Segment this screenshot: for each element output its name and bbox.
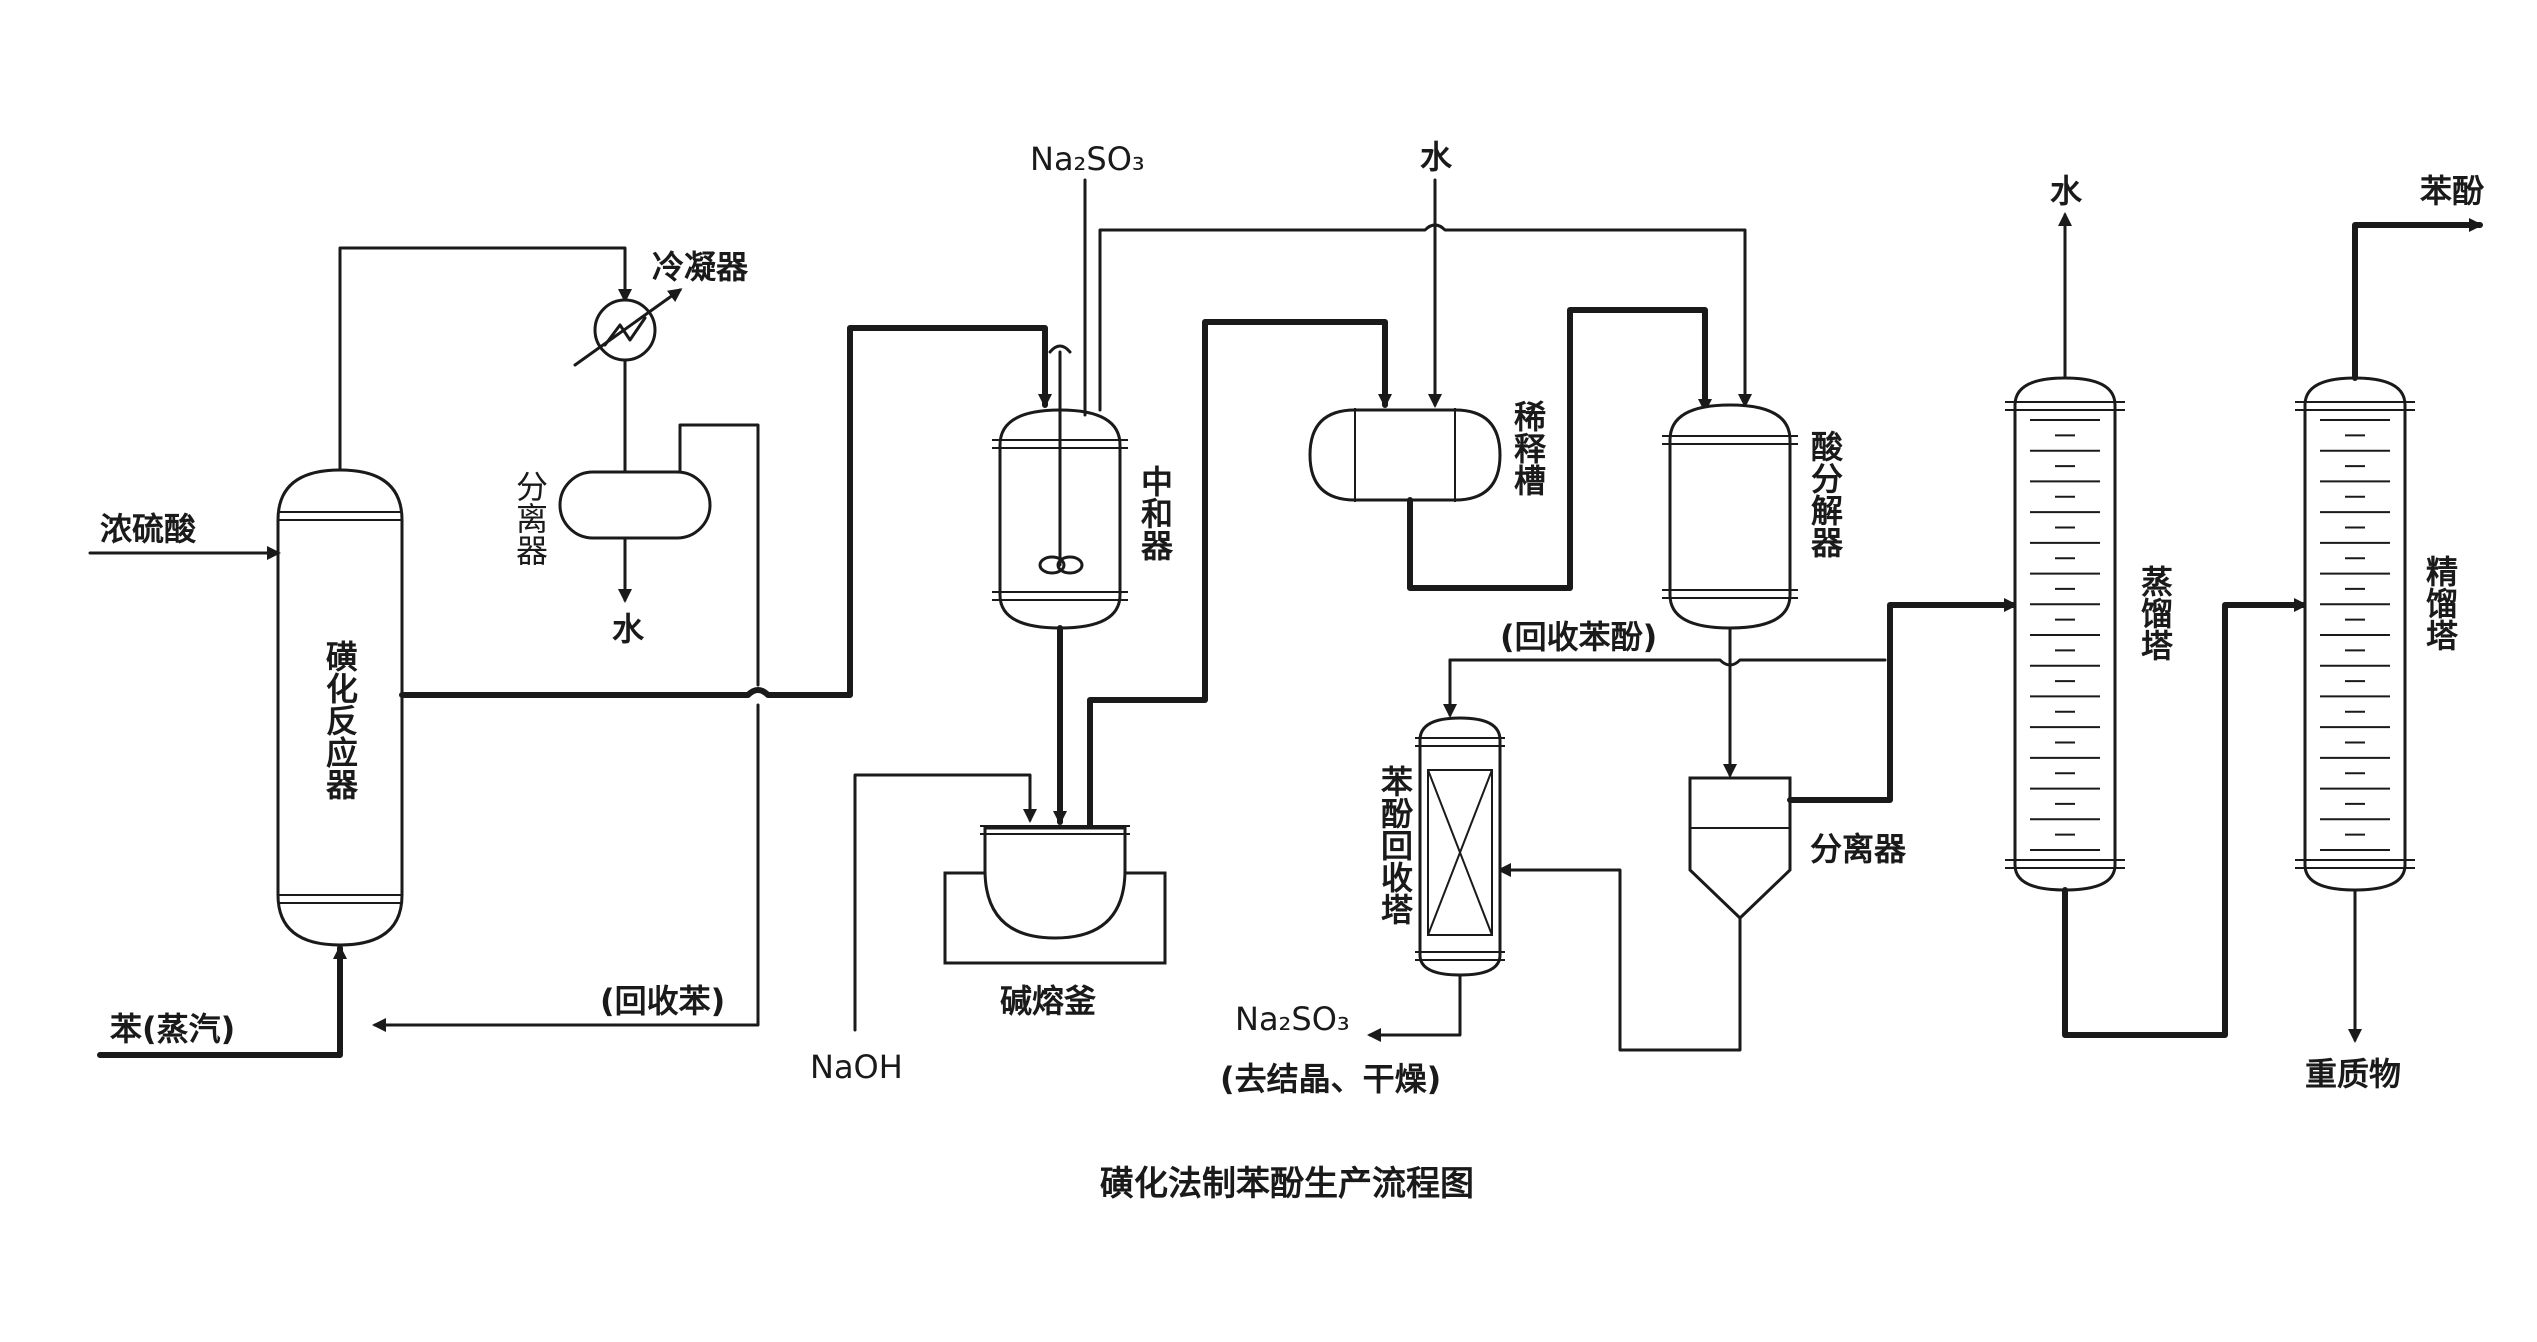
label-na2so3-out-note: (去结晶、干燥)	[1220, 1060, 1441, 1098]
label-sulfonation-reactor: 磺化反应器	[321, 640, 359, 800]
reactor-to-neutralizer	[399, 325, 1052, 698]
label-heavy-residue: 重质物	[2305, 1055, 2401, 1093]
benzene-vapor-line	[97, 945, 347, 1058]
crude-phenol-to-distillation	[1787, 598, 2018, 803]
alkali-fusion-pot	[943, 825, 1167, 965]
label-phenol-recovery-tower: 苯酚回收塔	[1376, 765, 1414, 925]
acid-decomposer	[1662, 403, 1798, 630]
label-water-from-separator: 水	[612, 610, 645, 648]
separator-top	[558, 470, 712, 540]
label-na2so3-out: Na₂SO₃	[1235, 1000, 1350, 1038]
naoh-line	[853, 773, 1037, 1032]
fusion-to-dilution	[1087, 319, 1392, 833]
reactor-vapor-line	[338, 246, 632, 472]
label-water-top-distill: 水	[2050, 172, 2083, 210]
label-na2so3-in: Na₂SO₃	[1030, 140, 1145, 178]
neutralizer	[992, 344, 1128, 630]
label-benzene-vapor: 苯(蒸汽)	[110, 1010, 235, 1048]
label-conc-sulfuric-acid: 浓硫酸	[100, 510, 197, 548]
label-phenol-product: 苯酚	[2420, 172, 2485, 210]
label-separator-top: 分离器	[511, 470, 549, 566]
label-rectification-tower: 精馏塔	[2421, 555, 2459, 651]
distillation-to-rectification	[2062, 598, 2308, 1038]
separator-to-recovery	[1497, 863, 1742, 1052]
label-neutralizer: 中和器	[1136, 465, 1174, 561]
diagram-caption: 磺化法制苯酚生产流程图	[1100, 1164, 1474, 1204]
label-condenser: 冷凝器	[652, 248, 749, 286]
dilution-tank	[1308, 408, 1502, 502]
label-naoh: NaOH	[810, 1048, 903, 1086]
phenol-recovery-tower	[1415, 716, 1505, 977]
label-acid-decomposer: 酸分解器	[1806, 430, 1844, 558]
label-recycled-benzene: (回收苯)	[600, 982, 725, 1020]
recycled-phenol-line	[1448, 658, 1887, 667]
separator-recycle-up	[678, 423, 760, 687]
separator-mid	[1688, 776, 1792, 921]
label-dilution-tank: 稀释槽	[1509, 400, 1547, 496]
label-separator-mid: 分离器	[1810, 830, 1907, 868]
recycled-benzene-line	[372, 703, 760, 1032]
so2-to-acid-decomposer	[1098, 223, 1752, 412]
label-recycled-phenol: (回收苯酚)	[1500, 618, 1657, 656]
phenol-product-line	[2352, 218, 2483, 381]
dilution-to-acid-decomposer	[1407, 307, 1712, 591]
condenser	[573, 288, 683, 367]
label-water-in-dilution: 水	[1420, 138, 1453, 176]
label-alkali-fusion-pot: 碱熔釜	[1000, 982, 1097, 1020]
na2so3-out-line	[1367, 973, 1462, 1042]
rectification-tower	[2295, 376, 2415, 892]
sulfonation-reactor	[276, 468, 404, 947]
label-distillation-tower: 蒸馏塔	[2136, 565, 2174, 661]
distillation-tower	[2005, 376, 2125, 892]
